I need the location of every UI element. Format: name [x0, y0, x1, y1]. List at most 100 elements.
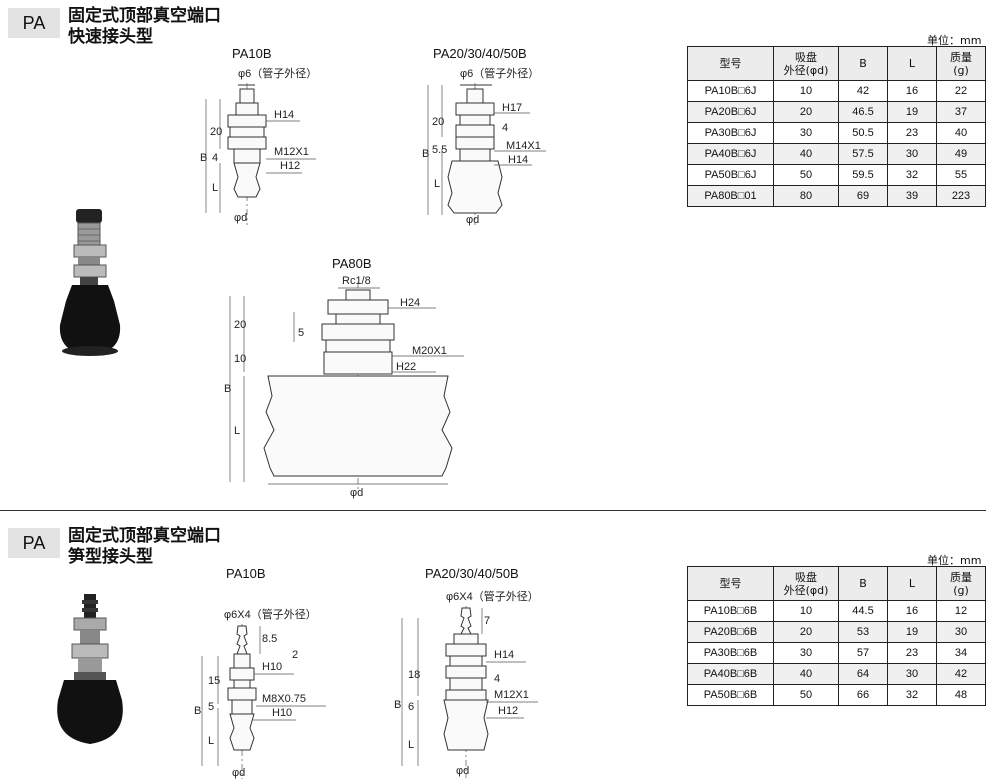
tube-od-label-b: φ6（管子外径）	[460, 66, 539, 80]
hex-top-label-c: H24	[400, 297, 420, 309]
table-cell: 57	[838, 642, 888, 664]
table-cell: 19	[887, 621, 937, 643]
table-cell: 22	[936, 80, 986, 102]
table-cell: 40	[936, 122, 986, 144]
dim-5: 5	[208, 701, 214, 713]
table-cell: 30	[887, 663, 937, 685]
thread-label: M12X1	[274, 146, 309, 158]
tube-od-label-2a: φ6X4（管子外径）	[224, 607, 317, 621]
dim-20-c: 20	[234, 319, 246, 331]
model-label-pa20-50b: PA20/30/40/50B	[433, 46, 527, 61]
dim-b: B	[200, 152, 207, 164]
model-label-pa80b: PA80B	[332, 256, 372, 271]
dim-20-b: 20	[432, 116, 444, 128]
port-label: Rc1/8	[342, 275, 371, 287]
drawing-pa10b-barb: φ6X4（管子外径） B 15 5 L 8.5 2 H10 M8X0.75 H1…	[194, 607, 326, 779]
dim-l-b: L	[434, 178, 440, 190]
dim-6: 6	[408, 701, 414, 713]
table-cell: 42	[838, 80, 888, 102]
dim-d: φd	[234, 212, 247, 224]
dim-2: 2	[292, 649, 298, 661]
col-header-l: L	[887, 46, 937, 81]
drawing-pa20-50b: φ6（管子外径） B 20 5.5 L H17 4 M14X1 H14 φd	[422, 66, 546, 226]
section2-title-line1: 固定式顶部真空端口	[68, 526, 221, 546]
drawing-pa10b: φ6（管子外径） B 20 4 L H14 M12X1 H12 φd	[200, 66, 317, 225]
table-cell: 30	[887, 143, 937, 165]
col-header-l-2: L	[887, 566, 937, 601]
hex-top-label: H14	[274, 109, 294, 121]
table-cell: 32	[887, 164, 937, 186]
dim-4-b: 4	[502, 122, 508, 134]
tube-od-label: φ6（管子外径）	[238, 66, 317, 80]
table-cell: 37	[936, 101, 986, 123]
dim-b-b: B	[422, 148, 429, 160]
model-label-pa10b-barb: PA10B	[226, 566, 266, 581]
dim-d-2b: φd	[456, 765, 469, 777]
table-cell: PA20B□6B	[687, 621, 774, 643]
table-cell: 40	[773, 143, 839, 165]
table-cell: 50.5	[838, 122, 888, 144]
thread-label-2b: M12X1	[494, 689, 529, 701]
table-cell: 59.5	[838, 164, 888, 186]
series-badge: PA	[8, 8, 60, 38]
table-cell: PA20B□6J	[687, 101, 774, 123]
dim-l-2b: L	[408, 739, 414, 751]
drawing-pa80b: Rc1/8 B 20 5 10 L H24 M20X1 H22 φd	[224, 275, 464, 499]
table-cell: 46.5	[838, 101, 888, 123]
dim-4-2b: 4	[494, 673, 500, 685]
table-cell: PA50B□6B	[687, 684, 774, 706]
table-cell: 16	[887, 80, 937, 102]
dim-15: 15	[208, 675, 220, 687]
table-cell: 48	[936, 684, 986, 706]
table-cell: 64	[838, 663, 888, 685]
col-header-model-2: 型号	[687, 566, 774, 601]
dim-b-2b: B	[394, 699, 401, 711]
hex-bottom-label-c: H22	[396, 361, 416, 373]
table-cell: 10	[773, 600, 839, 622]
col-header-model: 型号	[687, 46, 774, 81]
col-header-b-2: B	[838, 566, 888, 601]
table-cell: 19	[887, 101, 937, 123]
hex-top-label-b: H17	[502, 102, 522, 114]
hex-bottom-label: H12	[280, 160, 300, 172]
table-cell: 66	[838, 684, 888, 706]
col-header-b: B	[838, 46, 888, 81]
table-cell: 32	[887, 684, 937, 706]
table-cell: 39	[887, 185, 937, 207]
table-cell: 69	[838, 185, 888, 207]
dim-l-c: L	[234, 425, 240, 437]
dim-b-2a: B	[194, 705, 201, 717]
dim-7: 7	[484, 615, 490, 627]
table-cell: 23	[887, 642, 937, 664]
model-label-pa20-50b-barb: PA20/30/40/50B	[425, 566, 519, 581]
table-cell: 55	[936, 164, 986, 186]
unit-label-2: 单位：mm	[927, 554, 982, 567]
product-photo-barb-connector	[57, 594, 123, 744]
table-cell: 40	[773, 663, 839, 685]
col-header-mass: 质量(g)	[936, 46, 986, 81]
section-title-line2: 快速接头型	[68, 27, 153, 47]
table-cell: 12	[936, 600, 986, 622]
tube-od-label-2b: φ6X4（管子外径）	[446, 589, 539, 603]
table-cell: 57.5	[838, 143, 888, 165]
section-barb-connector: PA 固定式顶部真空端口 笋型接头型 PA10B PA20/30/40/50B …	[0, 516, 986, 784]
model-label-pa10b: PA10B	[232, 46, 272, 61]
table-cell: 50	[773, 684, 839, 706]
table-cell: 53	[838, 621, 888, 643]
section-title-line1: 固定式顶部真空端口	[68, 6, 221, 26]
product-photo-quick-connector	[59, 209, 121, 356]
hex-bottom-label-2a: H10	[272, 707, 292, 719]
hex-top-label-2a: H10	[262, 661, 282, 673]
table-cell: 20	[773, 101, 839, 123]
hex-bottom-label-b: H14	[508, 154, 528, 166]
table-cell: PA40B□6B	[687, 663, 774, 685]
table-cell: 30	[936, 621, 986, 643]
